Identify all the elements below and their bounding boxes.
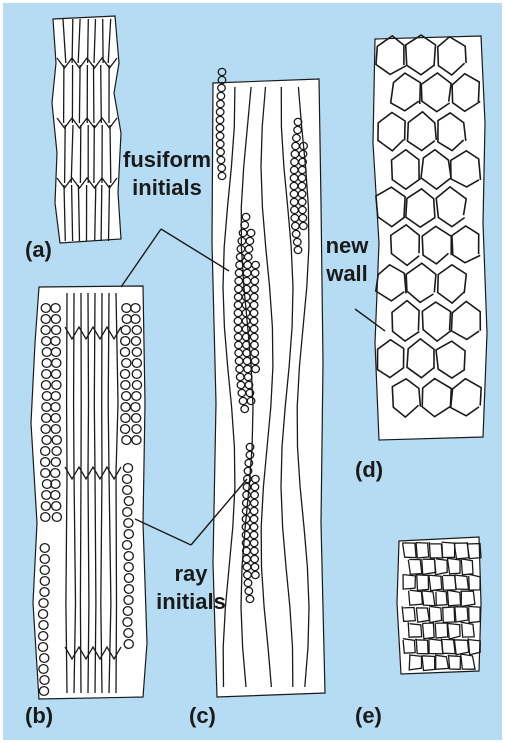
new-wall-line-2: wall [319,263,375,285]
panel-c-label: (c) [189,705,216,727]
new-wall-annotation: new wall [319,235,375,285]
panel-b-label: (b) [25,705,53,727]
panel-e-tissue [397,537,481,674]
fusiform-line-2: initials [119,177,215,199]
ray-line-1: ray [149,563,233,585]
fusiform-initials-annotation: fusiform initials [119,149,215,199]
fusiform-cell-wall [101,65,102,123]
fusiform-cell-wall [79,65,80,123]
panel-e-label: (e) [355,705,382,727]
ray-initials-annotation: ray initials [149,563,233,613]
panel-b-tissue [31,286,147,699]
fusiform-cell-wall [110,125,111,183]
panel-d-label: (d) [355,459,383,481]
cambium-diagram [3,3,502,740]
new-wall-line-1: new [319,235,375,257]
diagram-stage: (a) (b) (c) (d) (e) fusiform initials ra… [3,3,502,740]
fusiform-cell-wall [72,19,73,63]
fusiform-line-1: fusiform [119,149,215,171]
fusiform-cell-wall [65,125,66,183]
panel-a-label: (a) [25,239,52,261]
fusiform-cell-wall [101,185,102,241]
panel-a-tissue [52,16,121,243]
fusiform-cell-wall [80,293,81,693]
fusiform-cell-wall [88,19,89,63]
fusiform-cell-wall [88,293,89,693]
panel-d-tissue [373,35,487,440]
ray-line-2: initials [149,591,233,613]
